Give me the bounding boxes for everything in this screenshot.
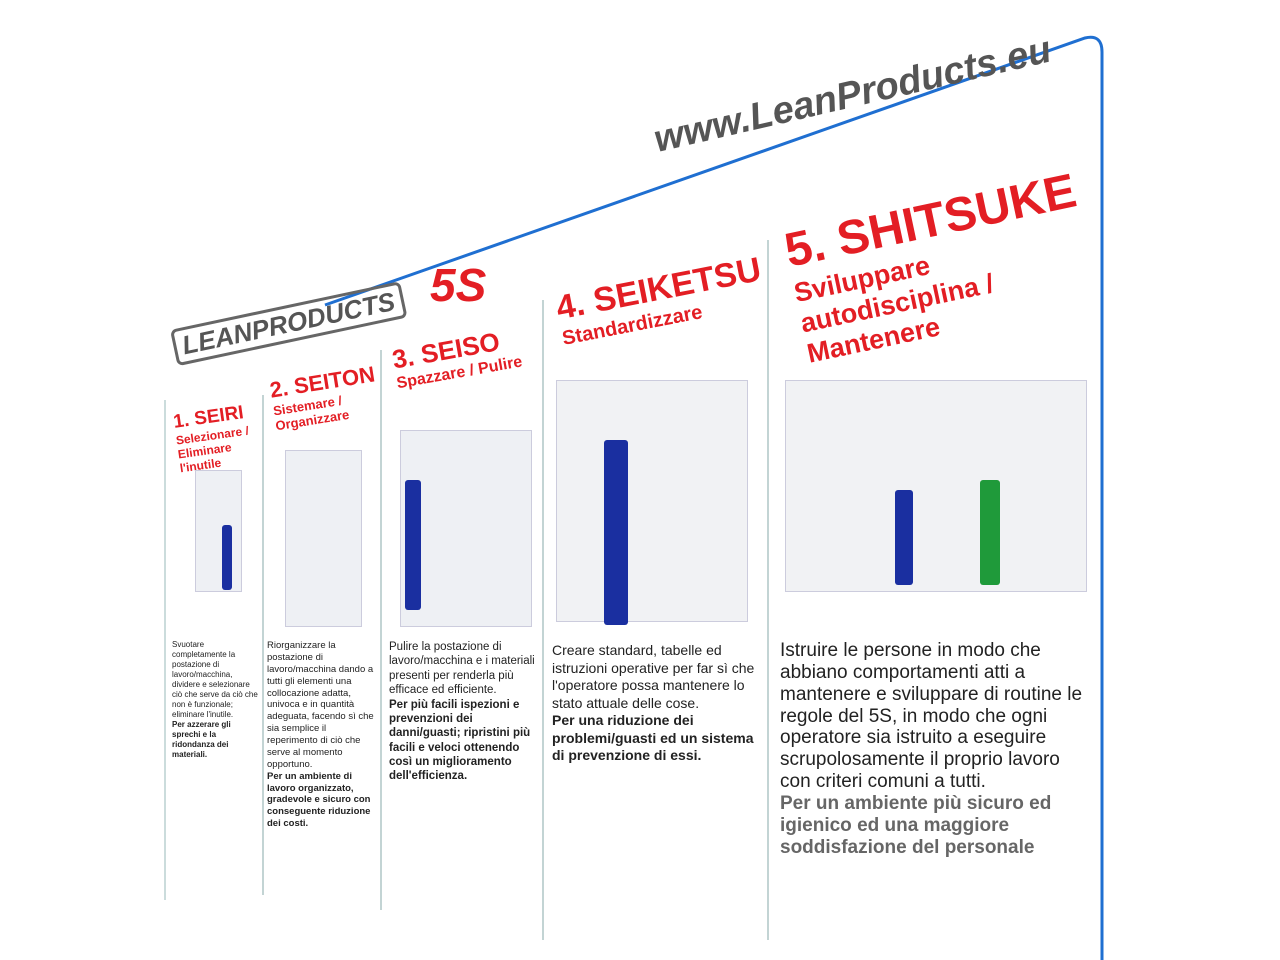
benefit: Per un ambiente più sicuro ed igienico e… [780,792,1052,858]
description: Creare standard, tabelle ed istruzioni o… [552,642,755,711]
benefit: Per una riduzione dei problemi/guasti ed… [552,712,754,763]
benefit: Per più facili ispezioni e prevenzioni d… [389,698,531,783]
supervisor-illustration [980,480,1000,585]
column-divider [380,350,382,910]
column-divider [542,300,544,940]
description: Svuotare completamente la postazione di … [172,640,258,719]
column-seiri-heading: 1. SEIRI Selezionare / Eliminare l'inuti… [172,401,260,475]
column-divider [767,240,769,940]
cleaning-workstation-illustration [400,430,532,627]
description: Pulire la postazione di lavoro/macchina … [389,641,535,697]
description: Istruire le persone in modo che abbiano … [780,640,1083,793]
column-seiton-text: Riorganizzare la postazione di lavoro/ma… [267,640,377,830]
worker-illustration [405,480,421,610]
column-divider [262,395,264,895]
workstation-illustration [285,450,362,627]
column-seiri-text: Svuotare completamente la postazione di … [172,640,260,760]
worker-illustration [222,525,232,590]
benefit: Per un ambiente di lavoro organizzato, g… [267,770,371,830]
benefit: Per azzerare gli sprechi e la ridondanza… [172,720,231,759]
description: Riorganizzare la postazione di lavoro/ma… [267,640,374,770]
column-seiketsu-text: Creare standard, tabelle ed istruzioni o… [552,642,757,765]
poster-title: 5S [430,259,487,311]
handshake-workstation-illustration [785,380,1087,592]
column-seiso-text: Pulire la postazione di lavoro/macchina … [389,640,537,784]
workstation-illustration [195,470,242,592]
column-shitsuke-text: Istruire le persone in modo che abbiano … [780,640,1090,858]
worker-illustration [604,440,628,625]
worker-illustration [895,490,913,585]
whiteboard-illustration [556,380,748,622]
